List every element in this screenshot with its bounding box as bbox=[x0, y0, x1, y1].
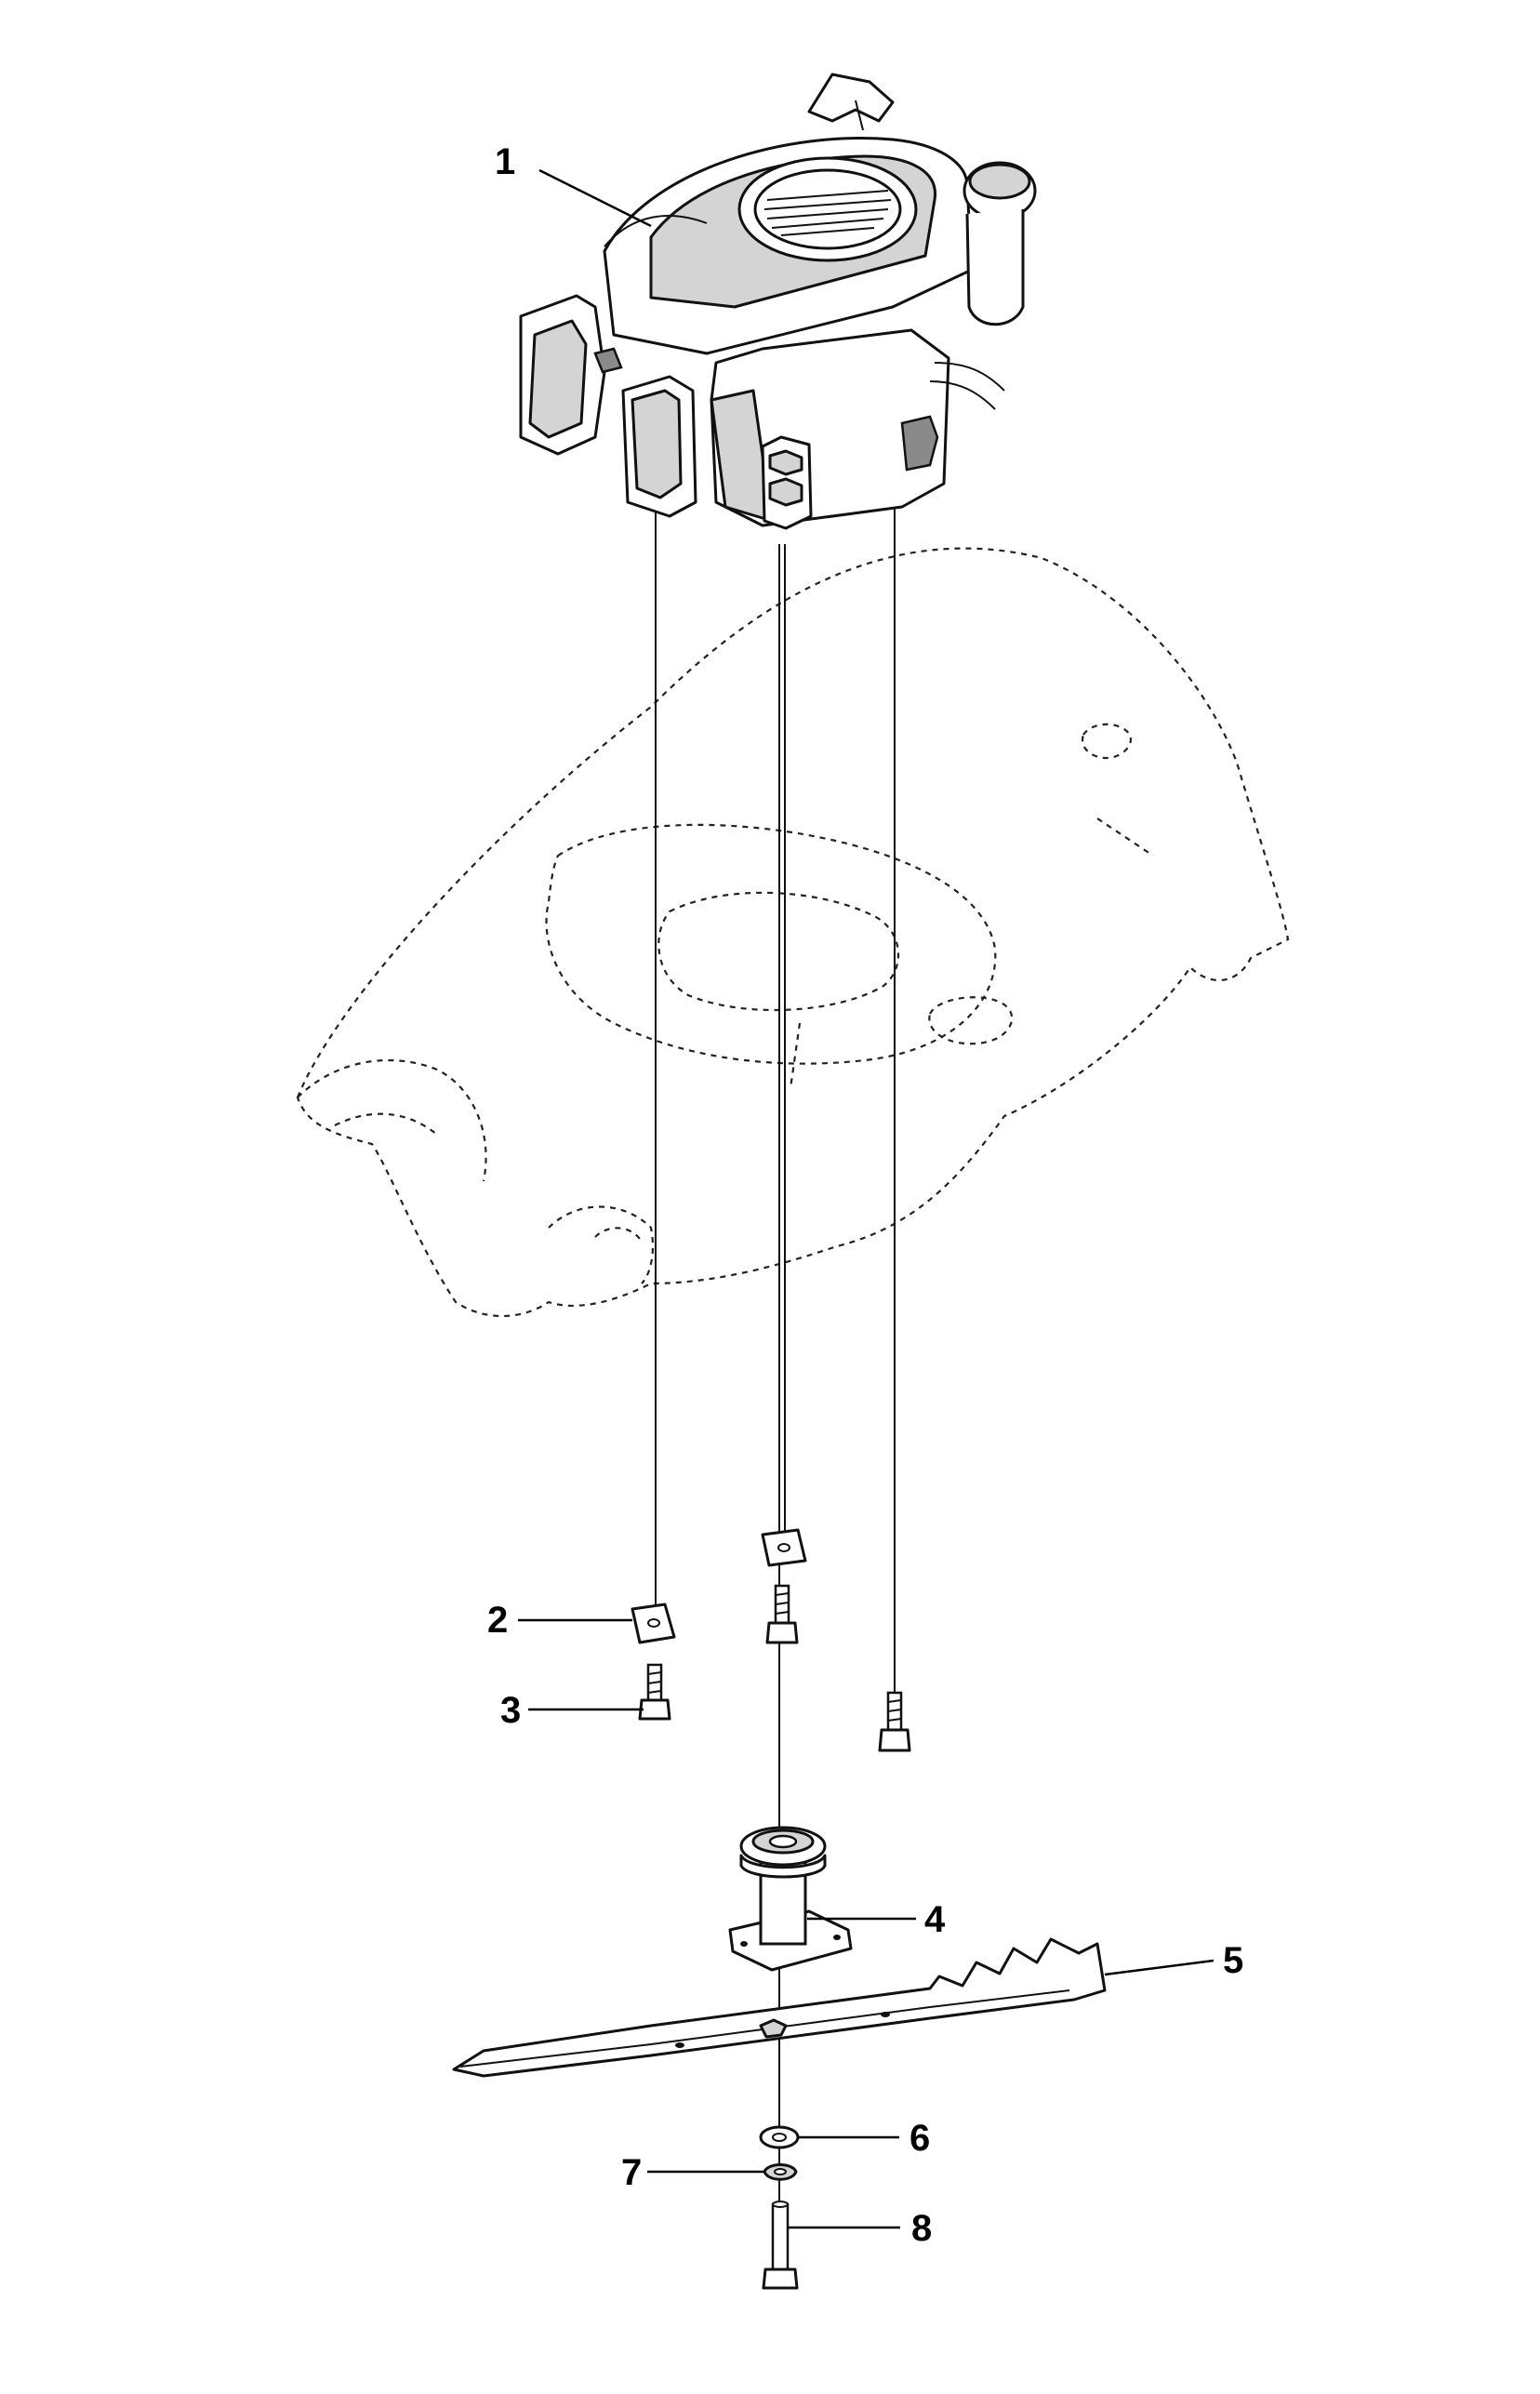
callout-8: 8 bbox=[911, 2208, 932, 2249]
callout-6: 6 bbox=[909, 2118, 930, 2159]
callout-1: 1 bbox=[495, 141, 515, 182]
blade-adapter-hub bbox=[728, 1826, 853, 1972]
lock-washer bbox=[763, 2163, 798, 2181]
mounting-plate-left bbox=[631, 1603, 676, 1644]
engine-bolt-left bbox=[638, 1663, 671, 1721]
blade-washer bbox=[759, 2125, 800, 2149]
callout-3: 3 bbox=[500, 1690, 521, 1731]
blade-bolt bbox=[762, 2201, 799, 2290]
callout-7: 7 bbox=[621, 2152, 642, 2193]
engine-bolt-center bbox=[765, 1584, 799, 1644]
leader-lines bbox=[518, 168, 1215, 2229]
cutting-blade bbox=[452, 1937, 1107, 2078]
callout-2: 2 bbox=[487, 1600, 508, 1641]
engine-bolt-right bbox=[878, 1691, 911, 1752]
callout-4: 4 bbox=[924, 1899, 946, 1940]
callout-5: 5 bbox=[1223, 1940, 1243, 1981]
callout-numbers: 1 2 3 4 5 6 7 8 bbox=[487, 141, 1243, 2249]
mounting-plate-center bbox=[761, 1528, 807, 1567]
mower-deck-outline bbox=[296, 547, 1290, 1317]
engine-assembly bbox=[519, 73, 1037, 530]
